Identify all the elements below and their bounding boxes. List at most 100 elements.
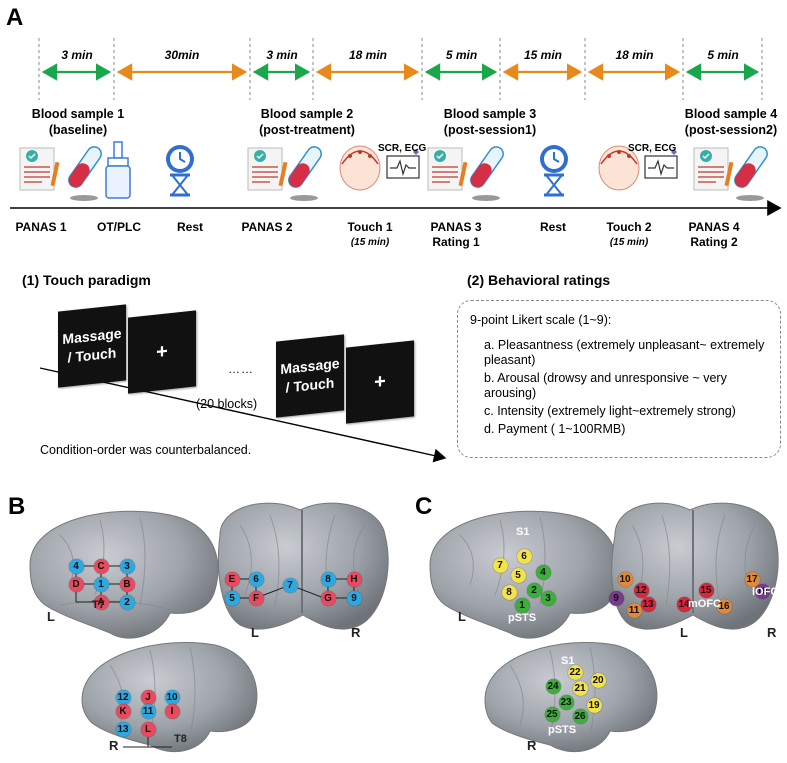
panel-c-label-r-lateral: R — [527, 738, 537, 753]
fixation-screen-2: + — [346, 340, 414, 424]
channel-node-D: D — [68, 576, 84, 592]
rating-item-intensity: c. Intensity (extremely light~extremely … — [484, 404, 736, 418]
head-eeg-icon-2 — [598, 145, 640, 191]
timeline-diagram — [10, 38, 782, 216]
panel-c-label-psts-right: pSTS — [548, 724, 577, 736]
timeline-label-touch2: Touch 2(15 min) — [606, 220, 652, 248]
rating-item-arousal: b. Arousal (drowsy and unresponsive ~ ve… — [484, 371, 727, 400]
blood-sample-2: Blood sample 2(post-treatment) — [259, 107, 355, 137]
panel-c-label-mlofc: mlOFC — [731, 627, 768, 639]
massage-touch-screen-1: Massage/ Touch — [58, 304, 126, 388]
panel-letter-c: C — [415, 493, 433, 520]
channel-node-3: 3 — [119, 558, 135, 574]
panel-c-label-mofc: mOFC — [688, 598, 721, 610]
blocks-count: (20 blocks) — [196, 397, 258, 411]
channel-node-25: 25 — [544, 706, 560, 722]
channel-node-G: G — [320, 590, 336, 606]
channel-node-11: 11 — [626, 602, 642, 618]
test-tube-icon-2 — [288, 146, 322, 201]
panel-b-label-l-frontal: L — [251, 625, 259, 640]
channel-node-I: I — [164, 703, 180, 719]
channel-node-23: 23 — [558, 694, 574, 710]
rating-item-pleasantness: a. Pleasantness (extremely unpleasant~ e… — [484, 338, 765, 367]
ratings-box: 9-point Likert scale (1~9): a. Pleasantn… — [457, 300, 781, 458]
channel-node-24: 24 — [545, 678, 561, 694]
channel-node-10: 10 — [617, 571, 633, 587]
panel-c-label-s1-right: S1 — [561, 655, 575, 667]
channel-node-1: 1 — [93, 576, 109, 592]
monitor-icon-1 — [386, 149, 420, 179]
channel-node-20: 20 — [590, 672, 606, 688]
blood-sample-4: Blood sample 4(post-session2) — [684, 107, 778, 137]
duration-label-3: 3 min — [266, 48, 298, 62]
channel-node-4: 4 — [535, 564, 551, 580]
channel-node-17: 17 — [744, 571, 760, 587]
panel-b-brains — [29, 502, 389, 753]
channel-node-13: 13 — [640, 596, 656, 612]
scr-ecg-label-2: SCR, ECG — [628, 143, 677, 154]
channel-node-6: 6 — [516, 548, 532, 564]
timeline-label-rest1: Rest — [176, 220, 203, 234]
channel-node-2: 2 — [119, 594, 135, 610]
duration-label-4: 18 min — [348, 48, 387, 62]
timeline-label-touch1: Touch 1(15 min) — [347, 220, 393, 248]
channel-node-9: 9 — [346, 590, 362, 606]
panel-c-label-s1-left: S1 — [516, 526, 530, 538]
rating-item-payment: d. Payment ( 1~100RMB) — [484, 422, 626, 436]
segment-separators — [38, 38, 763, 100]
fixation-screen-1: + — [128, 310, 196, 394]
channel-node-B: B — [119, 576, 135, 592]
channel-node-15: 15 — [698, 582, 714, 598]
duration-label-5: 5 min — [445, 48, 478, 62]
channel-node-16: 16 — [716, 598, 732, 614]
channel-node-8: 8 — [501, 584, 517, 600]
channel-node-6: 6 — [248, 571, 264, 587]
timeline-label-rest2: Rest — [539, 220, 566, 234]
channel-node-19: 19 — [586, 697, 602, 713]
timeline-label-panas2: PANAS 2 — [241, 220, 293, 234]
panel-c-label-l-lateral: L — [458, 609, 466, 624]
scr-ecg-label-1: SCR, ECG — [378, 143, 427, 154]
channel-node-7: 7 — [282, 577, 298, 593]
channel-node-1: 1 — [514, 597, 530, 613]
touch-paradigm-title: (1) Touch paradigm — [22, 272, 151, 288]
channel-node-12: 12 — [633, 582, 649, 598]
channel-node-10: 10 — [164, 689, 180, 705]
panel-b-label-r-lateral: R — [109, 738, 119, 753]
channel-node-8: 8 — [320, 571, 336, 587]
panas-icon-2 — [247, 147, 288, 191]
panel-c-label-psts-left: pSTS — [508, 612, 537, 624]
duration-label-7: 18 min — [615, 48, 654, 62]
channel-node-E: E — [224, 571, 240, 587]
brain-left-lateral — [29, 510, 219, 639]
channel-node-21: 21 — [572, 680, 588, 696]
blood-sample-3: Blood sample 3(post-session1) — [443, 107, 537, 137]
channel-node-L: L — [140, 721, 156, 737]
channel-node-3: 3 — [540, 590, 556, 606]
panel-c-label-r-frontal: R — [767, 625, 777, 640]
channel-node-5: 5 — [224, 590, 240, 606]
counterbalance-note: Condition-order was counterbalanced. — [40, 443, 252, 457]
panel-b-label-t7: T7 — [92, 599, 105, 611]
timeline-label-panas1: PANAS 1 — [15, 220, 67, 234]
blood-sample-1: Blood sample 1(baseline) — [31, 107, 125, 137]
channel-node-F: F — [248, 590, 264, 606]
clock-hourglass-icon-1 — [166, 145, 194, 197]
panel-b-label-r-frontal: R — [351, 625, 361, 640]
channel-node-9: 9 — [608, 590, 624, 606]
clock-hourglass-icon-2 — [540, 145, 568, 197]
panel-letter-b: B — [8, 493, 26, 520]
channel-node-12: 12 — [115, 689, 131, 705]
monitor-icon-2 — [644, 149, 678, 179]
panel-c-label-l-frontal: L — [680, 625, 688, 640]
channel-node-26: 26 — [572, 708, 588, 724]
nasal-spray-icon — [105, 141, 131, 199]
channel-node-14: 14 — [676, 596, 692, 612]
channel-node-11: 11 — [140, 703, 156, 719]
panas-icon-3 — [427, 147, 468, 191]
ratings-title: (2) Behavioral ratings — [467, 272, 611, 288]
panas-icon-4 — [693, 147, 734, 191]
brain-frontal-view — [217, 502, 389, 630]
